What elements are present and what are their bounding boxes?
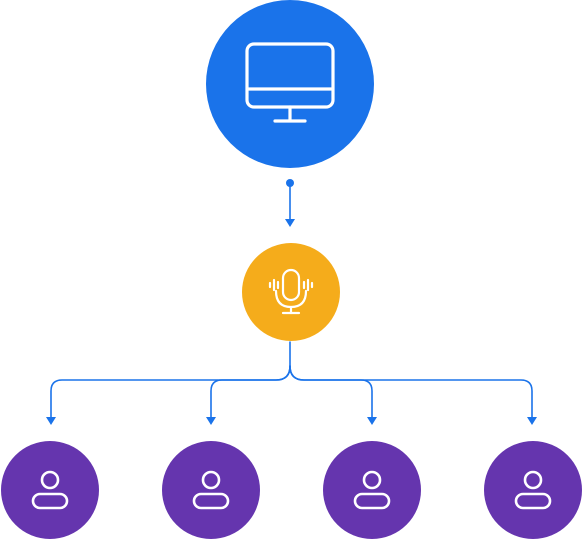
user-node-2 — [162, 441, 260, 539]
user-node-circle — [162, 441, 260, 539]
connector-source-to-hub — [285, 179, 295, 227]
connector-branch-user-4 — [289, 365, 533, 419]
user-node-circle — [323, 441, 421, 539]
user-node-4 — [484, 441, 582, 539]
connector-branch-user-2 — [210, 365, 291, 419]
arrow-heads-users — [46, 417, 537, 425]
user-icon — [31, 470, 69, 510]
arrow-head — [46, 417, 56, 425]
connector-branch-user-3 — [289, 365, 373, 419]
hub-node-circle — [242, 243, 340, 341]
user-node-circle — [1, 441, 99, 539]
user-icon — [192, 470, 230, 510]
user-icon — [353, 470, 391, 510]
source-node-circle — [206, 0, 374, 168]
user-node-1 — [1, 441, 99, 539]
source-node — [206, 0, 374, 168]
user-icon — [514, 470, 552, 510]
connector-branch-user-1 — [50, 365, 291, 419]
arrow-head — [285, 219, 295, 227]
arrow-head — [367, 417, 377, 425]
monitor-icon — [245, 42, 335, 123]
arrow-head — [206, 417, 216, 425]
arrow-head — [527, 417, 537, 425]
microphone-icon — [268, 268, 314, 315]
user-node-circle — [484, 441, 582, 539]
hub-node — [242, 243, 340, 341]
user-node-3 — [323, 441, 421, 539]
connector-hub-to-users — [50, 341, 533, 419]
